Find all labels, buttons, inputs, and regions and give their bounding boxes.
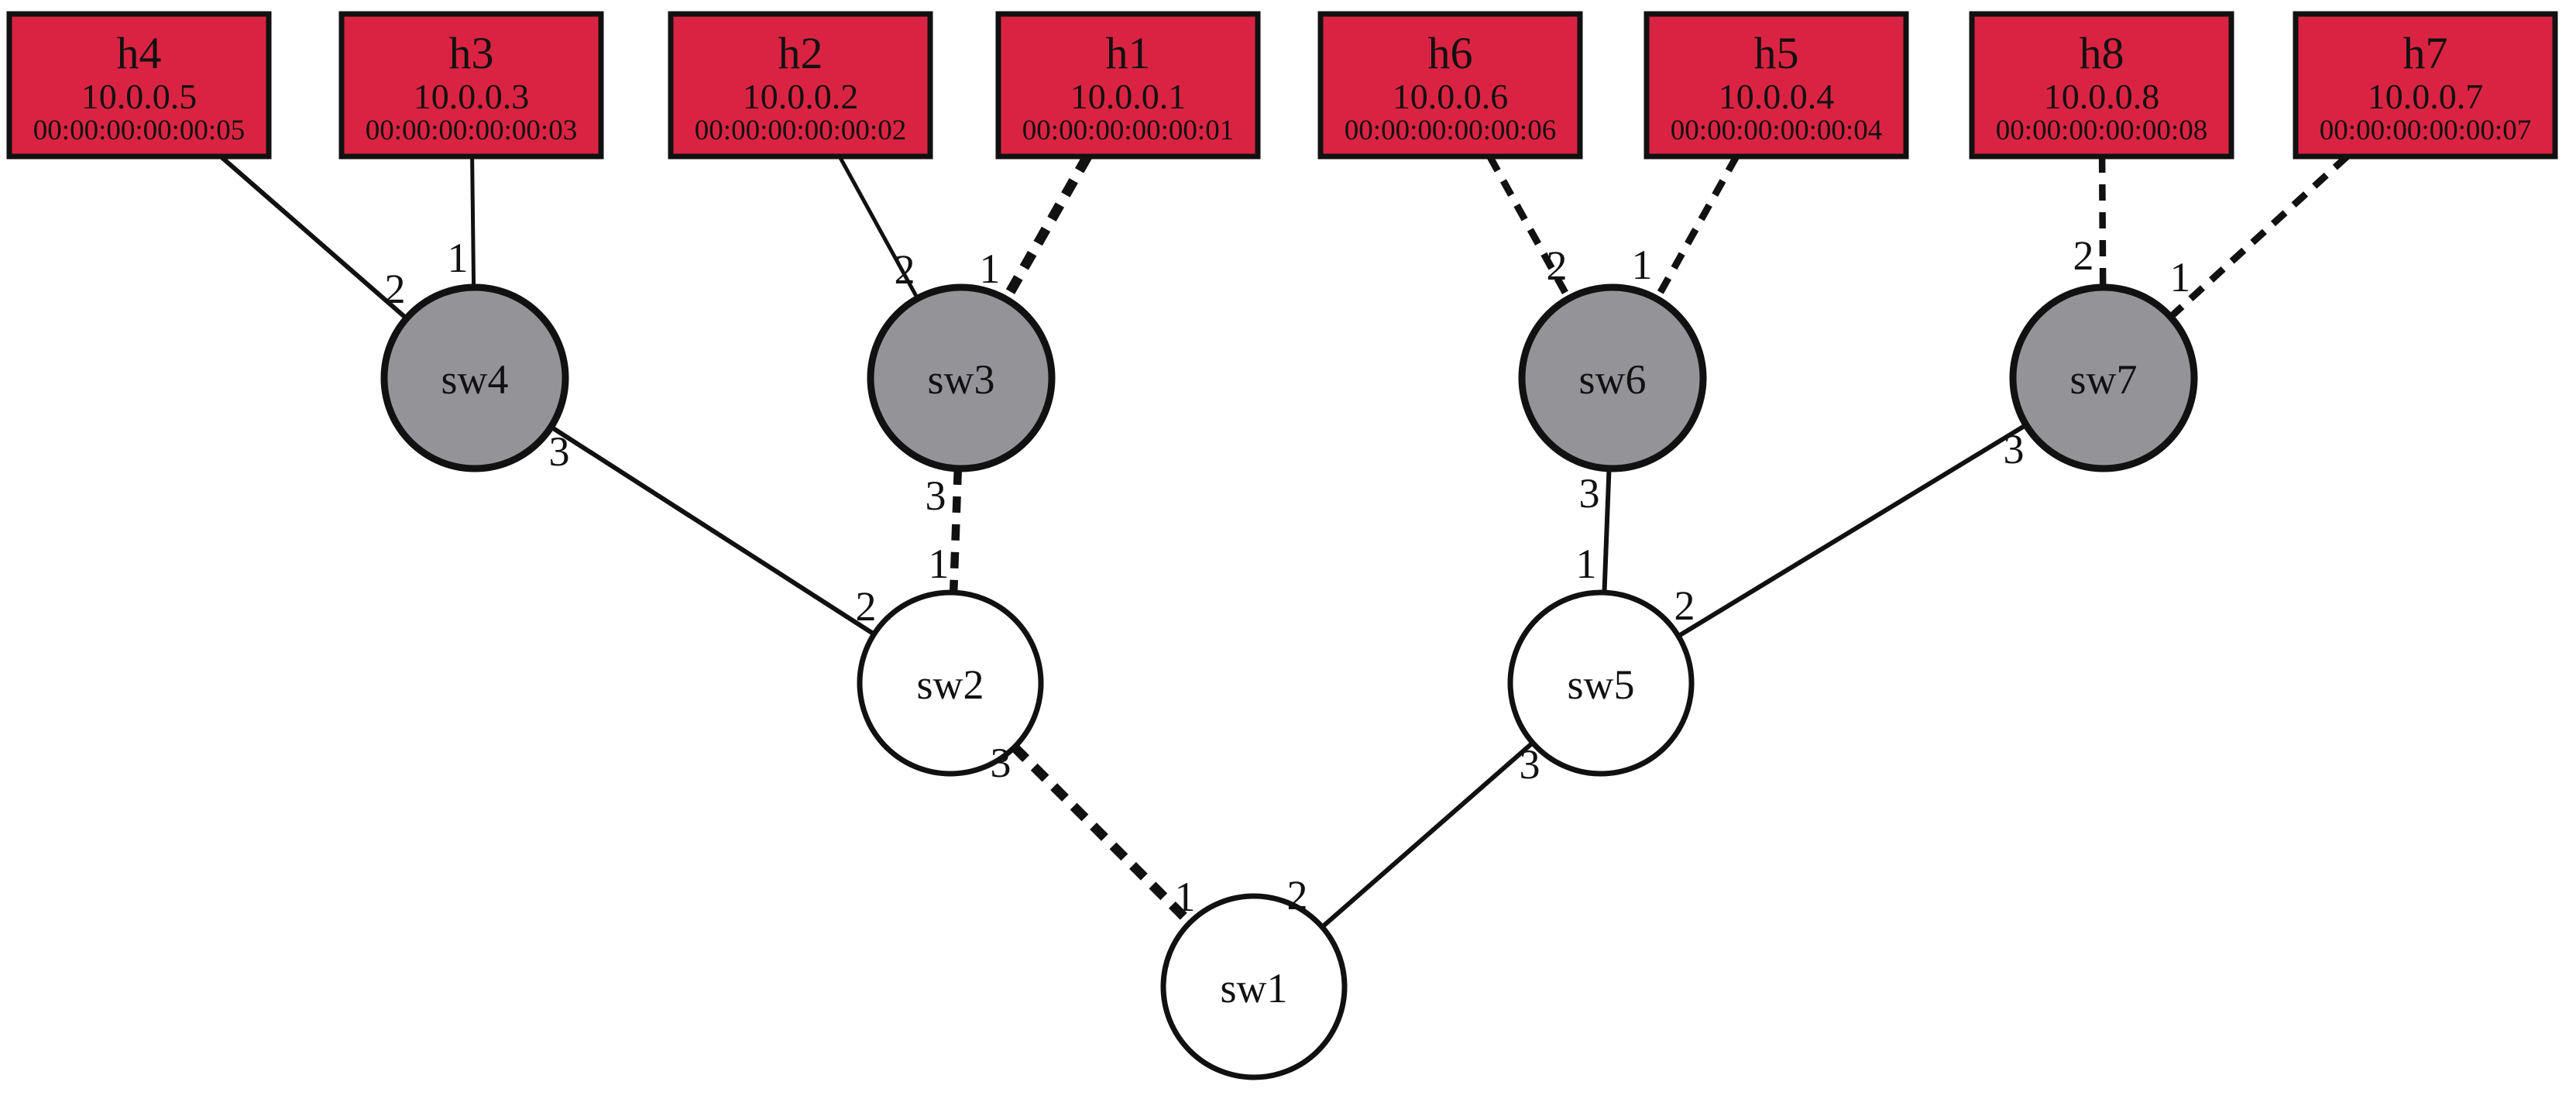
switch-label: sw2 <box>916 661 984 708</box>
port-label-sw6-sw5-3: 3 <box>1579 470 1600 517</box>
switch-circle <box>867 283 1056 472</box>
switch-label: sw5 <box>1567 661 1634 708</box>
host-name-label: h5 <box>1754 28 1799 78</box>
link-h7-sw7 <box>2168 153 2350 320</box>
switch-sw3: sw3 <box>867 283 1056 472</box>
host-name-label: h4 <box>117 28 162 78</box>
host-mac-label: 00:00:00:00:00:03 <box>366 115 577 146</box>
host-mac-label: 00:00:00:00:00:01 <box>1022 115 1234 146</box>
link-sw5-sw1 <box>1321 740 1534 929</box>
host-ip-label: 10.0.0.4 <box>1719 77 1835 116</box>
port-label-sw3-sw2-3: 3 <box>926 472 946 519</box>
host-ip-label: 10.0.0.5 <box>81 77 197 116</box>
port-label-sw5-sw1-2: 2 <box>1287 872 1308 919</box>
link-sw6-sw5 <box>1602 468 1612 593</box>
host-name-label: h1 <box>1106 28 1151 78</box>
switch-label: sw1 <box>1220 965 1287 1011</box>
host-ip-label: 10.0.0.2 <box>743 77 859 116</box>
port-label-h7-sw7-1: 1 <box>2170 254 2191 301</box>
switch-sw7: sw7 <box>2009 283 2198 472</box>
port-label-sw7-sw5-2: 2 <box>1674 582 1695 629</box>
host-ip-label: 10.0.0.3 <box>414 77 530 116</box>
switch-sw5: sw5 <box>1507 589 1695 777</box>
port-label-h3-sw4-1: 1 <box>448 235 469 281</box>
link-sw7-sw5 <box>1677 423 2028 638</box>
switch-label: sw4 <box>441 356 508 403</box>
host-ip-label: 10.0.0.1 <box>1070 77 1187 116</box>
links-layer <box>219 153 2350 929</box>
switch-label: sw7 <box>2069 356 2137 403</box>
switch-label: sw3 <box>927 356 994 403</box>
host-ip-label: 10.0.0.8 <box>2044 77 2160 116</box>
host-box <box>1969 11 2234 160</box>
host-name-label: h8 <box>2080 28 2124 78</box>
host-mac-label: 00:00:00:00:00:02 <box>695 115 906 146</box>
link-h2-sw3 <box>837 155 919 300</box>
hosts-layer: h410.0.0.500:00:00:00:00:05h310.0.0.300:… <box>6 11 2558 160</box>
switch-circle <box>2009 283 2198 472</box>
host-box <box>2293 11 2558 160</box>
port-label-h1-sw3-1: 1 <box>980 246 1001 292</box>
switch-sw2: sw2 <box>857 589 1044 777</box>
host-name-label: h2 <box>778 28 823 78</box>
link-h5-sw6 <box>1654 154 1740 301</box>
link-sw4-sw2 <box>549 424 876 637</box>
port-label-sw4-sw2-2: 2 <box>856 583 877 630</box>
port-label-sw6-sw5-1: 1 <box>1576 541 1597 587</box>
switch-sw1: sw1 <box>1160 893 1348 1080</box>
host-box <box>995 11 1261 160</box>
host-name-label: h7 <box>2403 28 2448 78</box>
switch-sw4: sw4 <box>380 283 569 472</box>
link-sw3-sw2 <box>949 468 963 593</box>
host-name-label: h3 <box>449 28 494 78</box>
port-label-sw7-sw5-3: 3 <box>2004 426 2025 472</box>
host-box <box>1643 11 1909 160</box>
host-box <box>338 11 604 160</box>
host-box <box>1317 11 1583 160</box>
switch-circle <box>1518 283 1707 472</box>
host-mac-label: 00:00:00:00:00:08 <box>1996 115 2207 146</box>
host-mac-label: 00:00:00:00:00:07 <box>2320 115 2531 146</box>
switch-sw6: sw6 <box>1518 283 1707 472</box>
port-label-sw3-sw2-1: 1 <box>929 541 950 587</box>
port-label-h4-sw4-2: 2 <box>385 266 406 312</box>
host-mac-label: 00:00:00:00:00:04 <box>1671 115 1882 146</box>
switch-label: sw6 <box>1578 356 1646 403</box>
port-label-sw5-sw1-3: 3 <box>1520 741 1540 788</box>
host-mac-label: 00:00:00:00:00:06 <box>1345 115 1556 146</box>
link-h4-sw4 <box>219 154 408 321</box>
link-sw2-sw1 <box>1011 744 1194 926</box>
port-label-h2-sw3-2: 2 <box>895 246 915 293</box>
switch-circle <box>1160 893 1348 1080</box>
host-box <box>668 11 933 160</box>
switch-circle <box>1507 589 1695 777</box>
host-mac-label: 00:00:00:00:00:05 <box>33 115 245 146</box>
switch-circle <box>857 589 1044 777</box>
host-box <box>6 11 272 160</box>
switches-layer: sw4 sw3 sw6 sw7 sw2 sw5 sw1 <box>380 283 2198 1080</box>
port-label-sw2-sw1-1: 1 <box>1175 874 1196 920</box>
port-label-h8-sw7-2: 2 <box>2073 232 2094 279</box>
port-label-h6-sw6-2: 2 <box>1547 242 1568 289</box>
port-label-h5-sw6-1: 1 <box>1632 242 1653 288</box>
host-name-label: h6 <box>1428 28 1473 78</box>
link-h3-sw4 <box>470 156 476 288</box>
host-ip-label: 10.0.0.6 <box>1393 77 1509 116</box>
link-h8-sw7 <box>2098 156 2107 288</box>
switch-circle <box>380 283 569 472</box>
port-label-sw2-sw1-3: 3 <box>991 740 1012 786</box>
port-label-sw4-sw2-3: 3 <box>549 428 570 475</box>
link-h1-sw3 <box>1001 153 1092 302</box>
host-ip-label: 10.0.0.7 <box>2368 77 2484 116</box>
